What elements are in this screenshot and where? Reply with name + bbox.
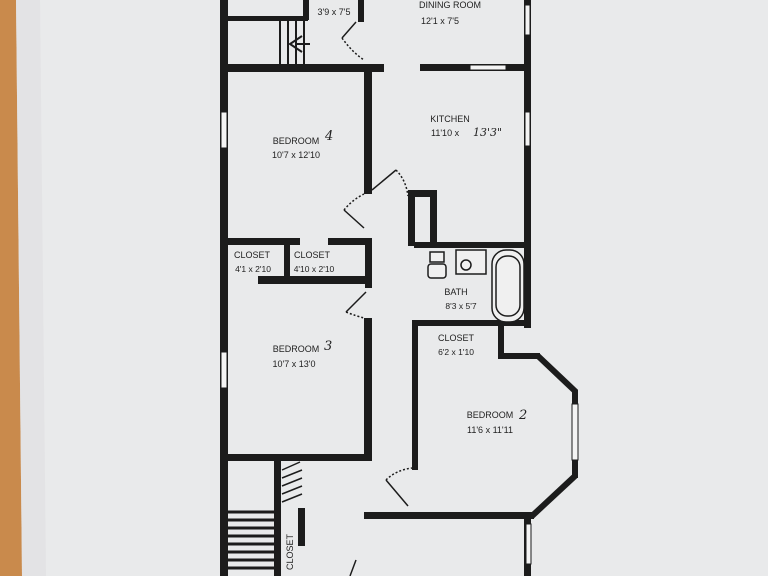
bedroom2-name: BEDROOM	[467, 410, 514, 420]
bath-dims: 8'3 x 5'7	[445, 301, 476, 311]
closet-b-name: CLOSET	[294, 250, 331, 260]
closet-a-name: CLOSET	[234, 250, 271, 260]
paper-sheet	[16, 0, 768, 576]
doors	[341, 21, 413, 576]
closet-c-name: CLOSET	[438, 333, 475, 343]
dining-room-dims: 12'1 x 7'5	[421, 16, 459, 26]
bottom-stairs	[228, 510, 274, 570]
dining-room-name: DINING ROOM	[419, 0, 481, 10]
landing-stairs	[281, 461, 303, 503]
closet-a-dims: 4'1 x 2'10	[235, 264, 271, 274]
closet-bottom-name: CLOSET	[285, 533, 295, 570]
closet-c-dims: 6'2 x 1'10	[438, 347, 474, 357]
top-stairs	[279, 21, 310, 64]
kitchen-dims-handwritten: 13'3"	[473, 126, 502, 139]
bath-fixtures	[427, 249, 525, 323]
bedroom3-number: 3	[324, 339, 332, 354]
bedroom2-number: 2	[518, 408, 527, 423]
bath-name: BATH	[444, 287, 467, 297]
bedroom4-name: BEDROOM	[273, 136, 320, 146]
bedroom2-dims: 11'6 x 11'11	[467, 425, 513, 435]
bedroom3-dims: 10'7 x 13'0	[273, 359, 316, 369]
closet-b-dims: 4'10 x 2'10	[294, 264, 335, 274]
bedroom4-dims: 10'7 x 12'10	[272, 150, 320, 160]
kitchen-dims: 11'10 x	[431, 128, 460, 138]
closet-top-dims: 3'9 x 7'5	[318, 7, 351, 17]
windows	[220, 4, 579, 565]
bedroom3-name: BEDROOM	[273, 344, 320, 354]
bedroom4-number: 4	[324, 129, 333, 144]
kitchen-name: KITCHEN	[430, 114, 470, 124]
stair-arrow-icon	[288, 35, 303, 53]
